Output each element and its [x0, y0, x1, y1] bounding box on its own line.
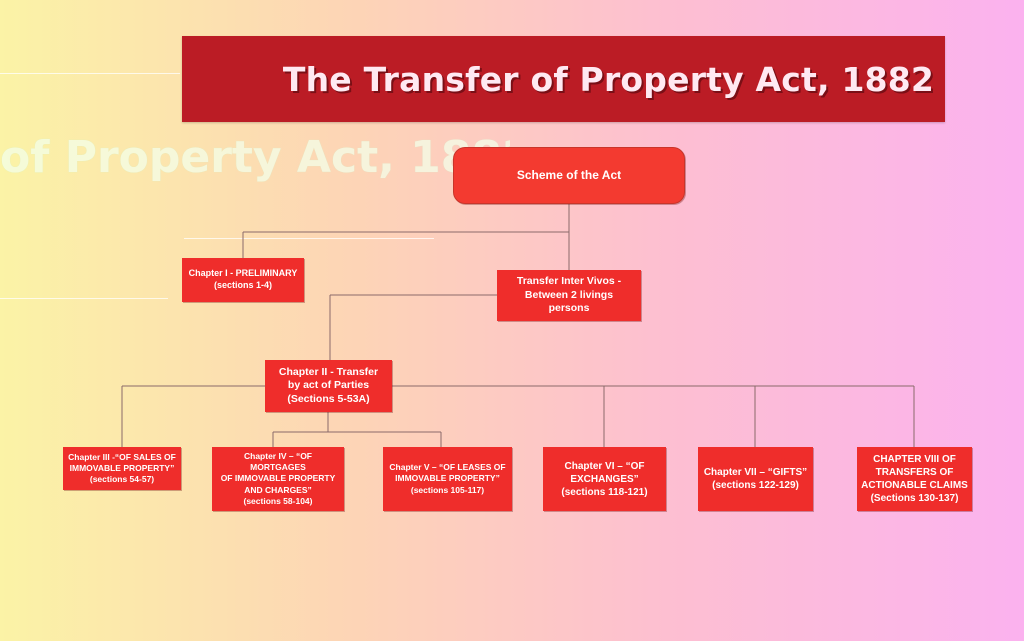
- chapter8-line2: TRANSFERS OF: [875, 467, 954, 478]
- ghost-line: [184, 238, 434, 239]
- chapter2-node: Chapter II - Transfer by act of Parties …: [265, 360, 392, 412]
- inter-vivos-line1: Transfer Inter Vivos -: [516, 275, 622, 288]
- chapter6-sections: (sections 118-121): [561, 486, 648, 498]
- chapter4-sections: (sections 58-104): [243, 495, 313, 506]
- ghost-line: [0, 73, 180, 74]
- inter-vivos-line3: persons: [548, 302, 590, 315]
- chapter8-sections: (Sections 130-137): [870, 493, 959, 504]
- chapter3-line1: Chapter III -“OF SALES OF: [68, 451, 176, 462]
- chapter8-line3: ACTIONABLE CLAIMS: [861, 480, 968, 491]
- page-title: The Transfer of Property Act, 1882: [282, 59, 935, 99]
- chapter4-line1: Chapter IV – “OF MORTGAGES: [243, 451, 312, 473]
- chapter4-node: Chapter IV – “OF MORTGAGES OF IMMOVABLE …: [212, 447, 344, 511]
- chapter1-sections: (sections 1-4): [213, 280, 273, 290]
- chapter2-line2: by act of Parties: [287, 379, 370, 392]
- inter-vivos-line2: Between 2 livings: [524, 288, 614, 301]
- scheme-of-act-node: Scheme of the Act: [453, 147, 685, 204]
- chapter5-node: Chapter V – “OF LEASES OF IMMOVABLE PROP…: [383, 447, 512, 511]
- chapter4-line3: AND CHARGES”: [244, 484, 312, 495]
- chapter1-node: Chapter I - PRELIMINARY (sections 1-4): [182, 258, 304, 302]
- chapter3-sections: (sections 54-57): [89, 474, 155, 485]
- chapter6-node: Chapter VI – “OF EXCHANGES” (sections 11…: [543, 447, 666, 511]
- chapter3-node: Chapter III -“OF SALES OF IMMOVABLE PROP…: [63, 447, 181, 490]
- chapter5-line1: Chapter V – “OF LEASES OF: [389, 462, 506, 473]
- chapter4-line2: OF IMMOVABLE PROPERTY: [220, 473, 336, 484]
- chapter3-line2: IMMOVABLE PROPERTY”: [69, 462, 175, 473]
- chapter8-node: CHAPTER VIII OF TRANSFERS OF ACTIONABLE …: [857, 447, 972, 511]
- chapter6-line2: EXCHANGES”: [570, 473, 639, 485]
- chapter5-sections: (sections 105-117): [410, 484, 485, 495]
- chapter7-node: Chapter VII – “GIFTS” (sections 122-129): [698, 447, 813, 511]
- chapter7-sections: (sections 122-129): [712, 480, 799, 491]
- ghost-title-text: of Property Act, 1882 Transfer: [0, 132, 510, 183]
- scheme-of-act-label: Scheme of the Act: [516, 167, 622, 182]
- chapter2-sections: (Sections 5-53A): [287, 392, 370, 405]
- chapter7-line1: Chapter VII – “GIFTS”: [703, 467, 808, 478]
- title-banner: The Transfer of Property Act, 1882: [182, 36, 945, 122]
- inter-vivos-node: Transfer Inter Vivos - Between 2 livings…: [497, 270, 641, 321]
- chapter2-line1: Chapter II - Transfer: [278, 365, 379, 378]
- chapter1-title: Chapter I - PRELIMINARY: [188, 268, 298, 279]
- chapter5-line2: IMMOVABLE PROPERTY”: [395, 473, 500, 484]
- chapter6-line1: Chapter VI – “OF: [564, 460, 645, 472]
- ghost-line: [0, 298, 168, 299]
- chapter8-line1: CHAPTER VIII OF: [873, 454, 956, 465]
